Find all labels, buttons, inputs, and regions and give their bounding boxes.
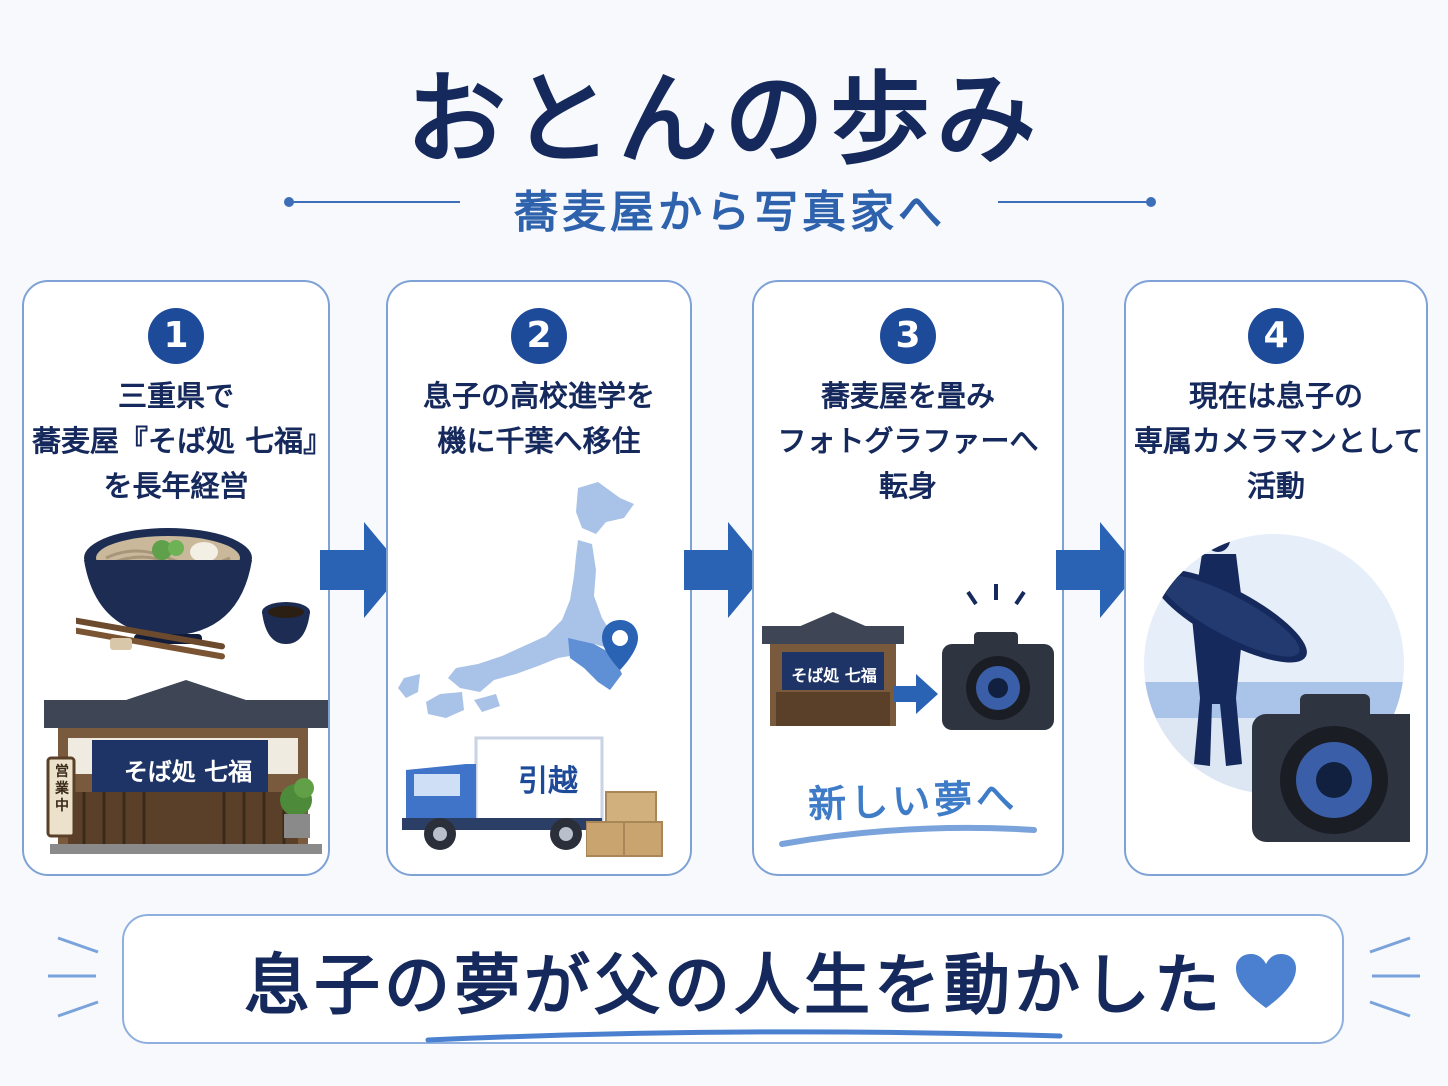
camera-icon (942, 584, 1054, 730)
step-card-1: 1 三重県で 蕎麦屋『そば処 七福』 を長年経営 (22, 280, 333, 876)
noren-text: そば処 七福 (123, 757, 253, 786)
sparkle-lines (1369, 936, 1420, 1018)
step-line: 機に千葉へ移住 (437, 424, 641, 458)
step-number-badge: 3 (880, 308, 936, 364)
arrow-right-icon (894, 674, 938, 714)
divider-line (288, 201, 460, 203)
noren-text: そば処 七福 (791, 666, 877, 685)
step-description: 三重県で 蕎麦屋『そば処 七福』 を長年経営 (32, 374, 333, 509)
location-pin-icon (602, 620, 638, 670)
heart-icon (1236, 954, 1296, 1008)
step-number-badge: 2 (511, 308, 567, 364)
open-sign-text: 営業中 (55, 764, 69, 814)
page-subtitle: 蕎麦屋から写真家へ (514, 187, 946, 238)
soba-bowl-icon (76, 528, 310, 660)
step-line: 転身 (878, 469, 937, 503)
message-banner: 息子の夢が父の人生を動かした (122, 914, 1344, 1044)
step-description: 現在は息子の 専属カメラマンとして 活動 (1134, 374, 1424, 509)
step-line: 蕎麦屋を畳み (820, 379, 995, 413)
arrow-right-icon (1056, 522, 1140, 618)
truck-label: 引越 (518, 764, 578, 799)
subtitle-row: 蕎麦屋から写真家へ (0, 168, 1448, 238)
soba-shop-icon (44, 680, 328, 854)
arrow-right-icon (320, 522, 404, 618)
step-line: を長年経営 (103, 469, 249, 503)
step-number-badge: 4 (1248, 308, 1304, 364)
step-number-badge: 1 (148, 308, 204, 364)
arrow-right-icon (684, 522, 768, 618)
soba-shop-icon (762, 612, 904, 726)
step-line: フォトグラファーへ (777, 424, 1039, 458)
new-dream-caption: 新しい夢へ (807, 774, 1019, 827)
step-line: 現在は息子の (1188, 379, 1363, 413)
page-title: おとんの歩み (406, 60, 1042, 178)
brush-underline (425, 1029, 1063, 1043)
sparkle-lines (48, 936, 99, 1018)
step-card-2: 2 息子の高校進学を 機に千葉へ移住 引越 (386, 280, 692, 876)
divider-dot (1146, 197, 1156, 207)
step-line: 三重県で (117, 379, 234, 413)
boxes-icon (586, 791, 663, 857)
step-description: 息子の高校進学を 機に千葉へ移住 (396, 374, 682, 464)
step-description: 蕎麦屋を畳み フォトグラファーへ 転身 (762, 374, 1054, 509)
divider-line (998, 201, 1150, 203)
step-card-3: 3 蕎麦屋を畳み フォトグラファーへ 転身 そば処 七福 新しい夢へ (752, 280, 1064, 876)
surfer-icon (1144, 534, 1410, 842)
step-line: 蕎麦屋『そば処 七福』 (32, 424, 333, 458)
moving-truck-icon (402, 736, 604, 850)
brush-underline (779, 824, 1037, 847)
step-card-4: 4 現在は息子の 専属カメラマンとして 活動 (1124, 280, 1428, 876)
step-line: 活動 (1246, 469, 1305, 503)
footer-message: 息子の夢が父の人生を動かした (244, 946, 1224, 1024)
japan-map-icon (398, 482, 634, 718)
step-line: 専属カメラマンとして (1134, 424, 1424, 458)
step-line: 息子の高校進学を (422, 379, 655, 413)
